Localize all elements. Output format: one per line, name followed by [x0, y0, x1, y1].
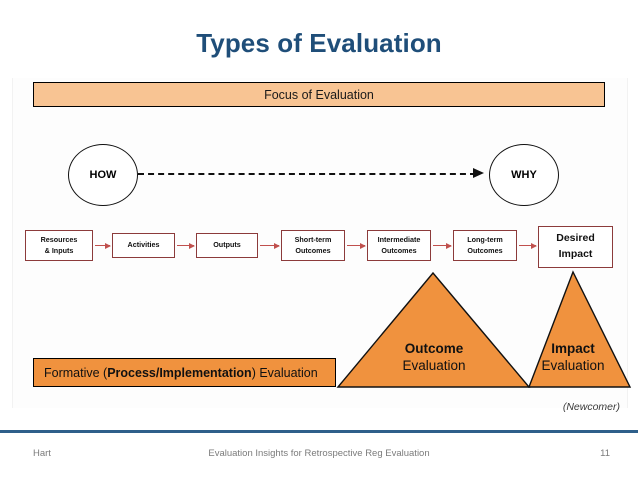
- chain-arrow-4-icon: [347, 242, 366, 249]
- page-title: Types of Evaluation: [196, 28, 442, 58]
- chain-box-long-term-outcomes: Long-term Outcomes: [453, 230, 517, 261]
- chain-box-activities: Activities: [112, 233, 175, 258]
- formative-suffix: ) Evaluation: [251, 365, 318, 380]
- impact-evaluation-label: Impact Evaluation: [522, 341, 624, 375]
- outcome-evaluation-label: Outcome Evaluation: [372, 341, 496, 375]
- chain-box-desired-impact: Desired Impact: [538, 226, 613, 268]
- how-to-why-arrowhead-icon: [473, 168, 484, 178]
- formative-label: Formative (Process/Implementation) Evalu…: [44, 366, 318, 380]
- formative-bold: Process/Implementation: [107, 365, 252, 380]
- chain-arrow-6-icon: [519, 242, 537, 249]
- source-attribution: (Newcomer): [562, 401, 620, 413]
- chain-arrow-1-icon: [95, 242, 111, 249]
- footer-page-number: 11: [600, 448, 610, 459]
- impact-label-line2: Evaluation: [541, 357, 605, 373]
- chain-box-line2: Outcomes: [467, 245, 503, 255]
- outcome-label-line1: Outcome: [404, 341, 464, 356]
- chain-box-line2: Outcomes: [381, 245, 417, 255]
- how-circle: HOW: [68, 144, 138, 206]
- chain-box-line1: Activities: [127, 240, 160, 250]
- chain-arrow-5-icon: [433, 242, 452, 249]
- chain-box-line2: Outcomes: [295, 245, 331, 255]
- chain-box-line1: Desired: [556, 232, 595, 245]
- how-label: HOW: [89, 169, 117, 181]
- why-circle: WHY: [489, 144, 559, 206]
- footer-author: Hart: [33, 448, 51, 459]
- how-to-why-dashed-line: [138, 173, 476, 175]
- chain-box-outputs: Outputs: [196, 233, 258, 258]
- chain-box-line1: Outputs: [213, 240, 241, 250]
- focus-of-evaluation-bar: Focus of Evaluation: [33, 82, 605, 107]
- chain-arrow-3-icon: [260, 242, 280, 249]
- footer-divider: [0, 430, 638, 433]
- chain-box-short-term-outcomes: Short-term Outcomes: [281, 230, 345, 261]
- outcome-label-line2: Evaluation: [402, 357, 466, 373]
- why-label: WHY: [511, 169, 537, 181]
- formative-prefix: Formative (: [44, 365, 108, 380]
- chain-box-line1: Short-term: [294, 235, 332, 245]
- chain-box-line2: Impact: [558, 248, 593, 260]
- chain-arrow-2-icon: [177, 242, 195, 249]
- chain-box-line1: Resources: [40, 235, 78, 245]
- chain-box-resources-inputs: Resources & Inputs: [25, 230, 93, 261]
- chain-box-line1: Intermediate: [377, 235, 421, 245]
- formative-evaluation-bar: Formative (Process/Implementation) Evalu…: [33, 358, 336, 387]
- chain-box-line2: & Inputs: [44, 245, 74, 255]
- footer-deck-title: Evaluation Insights for Retrospective Re…: [208, 448, 430, 459]
- focus-of-evaluation-label: Focus of Evaluation: [264, 87, 374, 102]
- impact-label-line1: Impact: [551, 341, 595, 356]
- chain-box-intermediate-outcomes: Intermediate Outcomes: [367, 230, 431, 261]
- chain-box-line1: Long-term: [467, 235, 503, 245]
